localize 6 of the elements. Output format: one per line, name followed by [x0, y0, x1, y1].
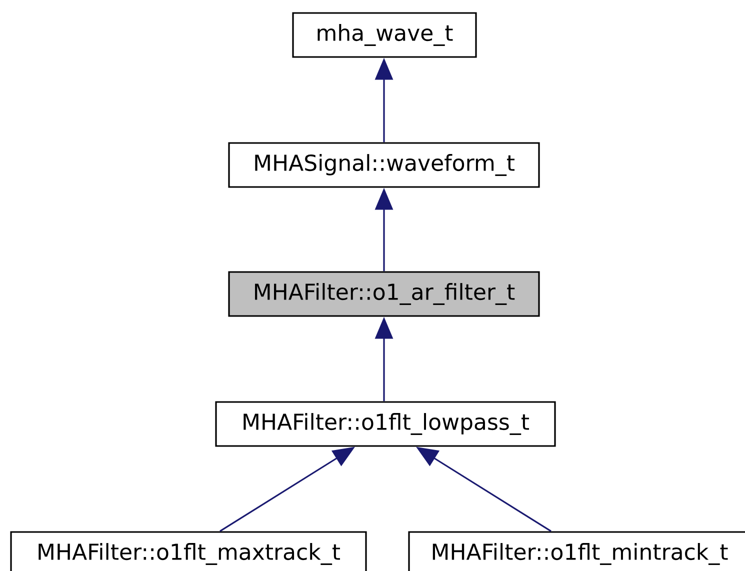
class-box: mha_wave_t [292, 12, 477, 58]
class-box: MHAFilter::o1flt_lowpass_t [215, 401, 556, 447]
class-box: MHAFilter::o1flt_mintrack_t [408, 531, 745, 571]
highlighted-class-box: MHAFilter::o1_ar_filter_t [228, 271, 540, 317]
class-box: MHAFilter::o1flt_maxtrack_t [10, 531, 367, 571]
class-box: MHASignal::waveform_t [228, 142, 540, 188]
